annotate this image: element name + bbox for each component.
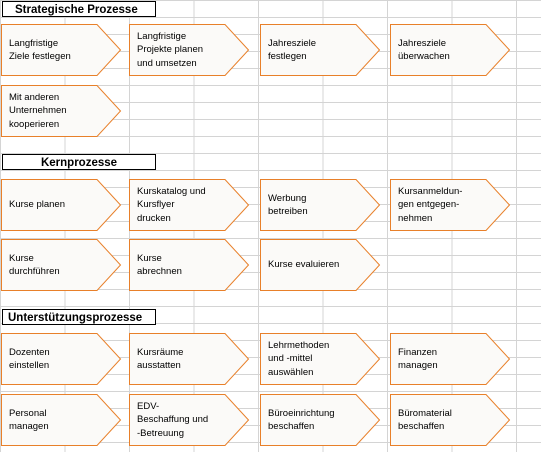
chevron-shape: [260, 179, 381, 231]
chevron-shape: [260, 239, 381, 291]
process-step-annual-goals: Jahresziele festlegen: [260, 24, 381, 76]
chevron-outline: [1, 24, 122, 76]
process-step-it-procurement: EDV- Beschaffung und -Betreuung: [129, 394, 250, 446]
process-step-bill-courses: Kurse abrechnen: [129, 239, 250, 291]
chevron-shape: [390, 24, 511, 76]
chevron-outline: [129, 24, 250, 76]
process-step-long-term-projects: Langfristige Projekte planen und umsetze…: [129, 24, 250, 76]
chevron-shape: [129, 239, 250, 291]
chevron-shape: [260, 394, 381, 446]
chevron-outline: [1, 239, 122, 291]
section-title-support: Unterstützungsprozesse: [2, 309, 156, 325]
process-step-label: Werbung betreiben: [268, 192, 308, 218]
process-step-registrations: Kursanmeldun- gen entgegen- nehmen: [390, 179, 511, 231]
chevron-shape: [390, 394, 511, 446]
process-step-label: Jahresziele festlegen: [268, 37, 317, 63]
process-step-label: Kurse abrechnen: [137, 252, 182, 278]
chevron-outline: [390, 179, 511, 231]
chevron-outline: [1, 333, 122, 385]
chevron-outline: [129, 179, 250, 231]
process-step-office-supplies: Büromaterial beschaffen: [390, 394, 511, 446]
process-step-hire-lecturers: Dozenten einstellen: [1, 333, 122, 385]
chevron-shape: [129, 394, 250, 446]
process-step-label: Kurse evaluieren: [268, 259, 340, 271]
chevron-outline: [129, 394, 250, 446]
chevron-shape: [390, 179, 511, 231]
chevron-shape: [1, 85, 122, 137]
chevron-shape: [129, 179, 250, 231]
chevron-outline: [129, 333, 250, 385]
chevron-shape: [1, 394, 122, 446]
process-step-office-furniture: Büroeinrichtung beschaffen: [260, 394, 381, 446]
chevron-outline: [260, 24, 381, 76]
process-step-run-courses: Kurse durchführen: [1, 239, 122, 291]
process-step-label: Langfristige Ziele festlegen: [9, 37, 71, 63]
chevron-outline: [390, 394, 511, 446]
process-step-teaching-methods: Lehrmethoden und -mittel auswählen: [260, 333, 381, 385]
process-step-cooperate: Mit anderen Unternehmen kooperieren: [1, 85, 122, 137]
process-step-label: Kursanmeldun- gen entgegen- nehmen: [398, 185, 463, 224]
process-step-long-term-goals: Langfristige Ziele festlegen: [1, 24, 122, 76]
process-step-manage-staff: Personal managen: [1, 394, 122, 446]
chevron-outline: [390, 333, 511, 385]
chevron-shape: [1, 239, 122, 291]
process-step-label: Personal managen: [9, 407, 49, 433]
process-step-label: Kurse durchführen: [9, 252, 60, 278]
chevron-outline: [129, 239, 250, 291]
process-step-label: Mit anderen Unternehmen kooperieren: [9, 91, 67, 130]
chevron-shape: [260, 24, 381, 76]
process-step-label: Büromaterial beschaffen: [398, 407, 452, 433]
process-step-evaluate-courses: Kurse evaluieren: [260, 239, 381, 291]
chevron-outline: [260, 333, 381, 385]
process-step-equip-rooms: Kursräume ausstatten: [129, 333, 250, 385]
chevron-outline: [260, 239, 381, 291]
section-title-strategic: Strategische Prozesse: [2, 1, 156, 17]
process-step-label: Büroeinrichtung beschaffen: [268, 407, 335, 433]
process-step-label: Finanzen managen: [398, 346, 438, 372]
process-step-label: EDV- Beschaffung und -Betreuung: [137, 400, 209, 439]
chevron-outline: [1, 179, 122, 231]
chevron-outline: [1, 85, 122, 137]
chevron-outline: [1, 394, 122, 446]
chevron-shape: [1, 179, 122, 231]
process-step-advertising: Werbung betreiben: [260, 179, 381, 231]
process-step-monitor-annual-goals: Jahresziele überwachen: [390, 24, 511, 76]
process-step-label: Dozenten einstellen: [9, 346, 50, 372]
section-title-core: Kernprozesse: [2, 154, 156, 170]
chevron-shape: [129, 333, 250, 385]
chevron-outline: [390, 24, 511, 76]
chevron-shape: [1, 24, 122, 76]
chevron-shape: [390, 333, 511, 385]
process-step-label: Lehrmethoden und -mittel auswählen: [268, 339, 330, 378]
chevron-shape: [1, 333, 122, 385]
process-step-label: Langfristige Projekte planen und umsetze…: [137, 30, 204, 69]
chevron-outline: [260, 179, 381, 231]
process-step-label: Jahresziele überwachen: [398, 37, 450, 63]
process-step-label: Kurse planen: [9, 199, 65, 211]
chevron-shape: [129, 24, 250, 76]
chevron-shape: [260, 333, 381, 385]
process-step-plan-courses: Kurse planen: [1, 179, 122, 231]
process-step-print-catalog: Kurskatalog und Kursflyer drucken: [129, 179, 250, 231]
process-step-label: Kursräume ausstatten: [137, 346, 184, 372]
chevron-outline: [260, 394, 381, 446]
process-step-label: Kurskatalog und Kursflyer drucken: [137, 185, 206, 224]
process-step-manage-finances: Finanzen managen: [390, 333, 511, 385]
